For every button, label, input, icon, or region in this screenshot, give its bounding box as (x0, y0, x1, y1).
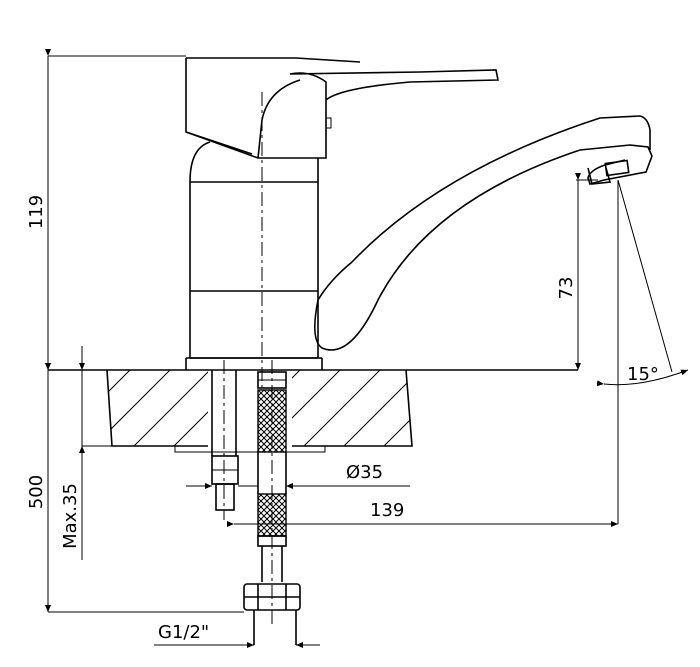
dim-below-counter: 500 (26, 363, 244, 613)
dim-angle-label: 15° (627, 364, 659, 385)
flexible-hose (243, 360, 301, 645)
dim-spout-height: 73 (556, 173, 598, 370)
dim-body-diameter: Ø35 (186, 462, 410, 489)
lever-handle (185, 57, 499, 159)
faucet-body (185, 141, 323, 370)
dim-max-thickness-label: Max.35 (60, 483, 81, 549)
mounting-stud (211, 360, 239, 520)
dim-spout-reach-label: 139 (370, 500, 404, 521)
dim-body-diameter-label: Ø35 (346, 462, 383, 483)
dim-spout-height-label: 73 (556, 277, 577, 300)
dim-thread: G1/2" (154, 622, 320, 648)
dim-max-thickness: Max.35 (60, 346, 112, 560)
dim-thread-label: G1/2" (158, 622, 209, 643)
dim-below-counter-label: 500 (26, 475, 47, 509)
dim-total-height-label: 119 (26, 195, 47, 229)
counter-hatch-right (292, 370, 412, 446)
spout (314, 115, 653, 351)
countertop-section (48, 369, 578, 453)
dim-spout-reach: 139 (227, 500, 618, 527)
dim-total-height: 119 (26, 49, 186, 370)
counter-hatch-left (107, 370, 208, 446)
dim-angle: 15° (596, 179, 689, 524)
